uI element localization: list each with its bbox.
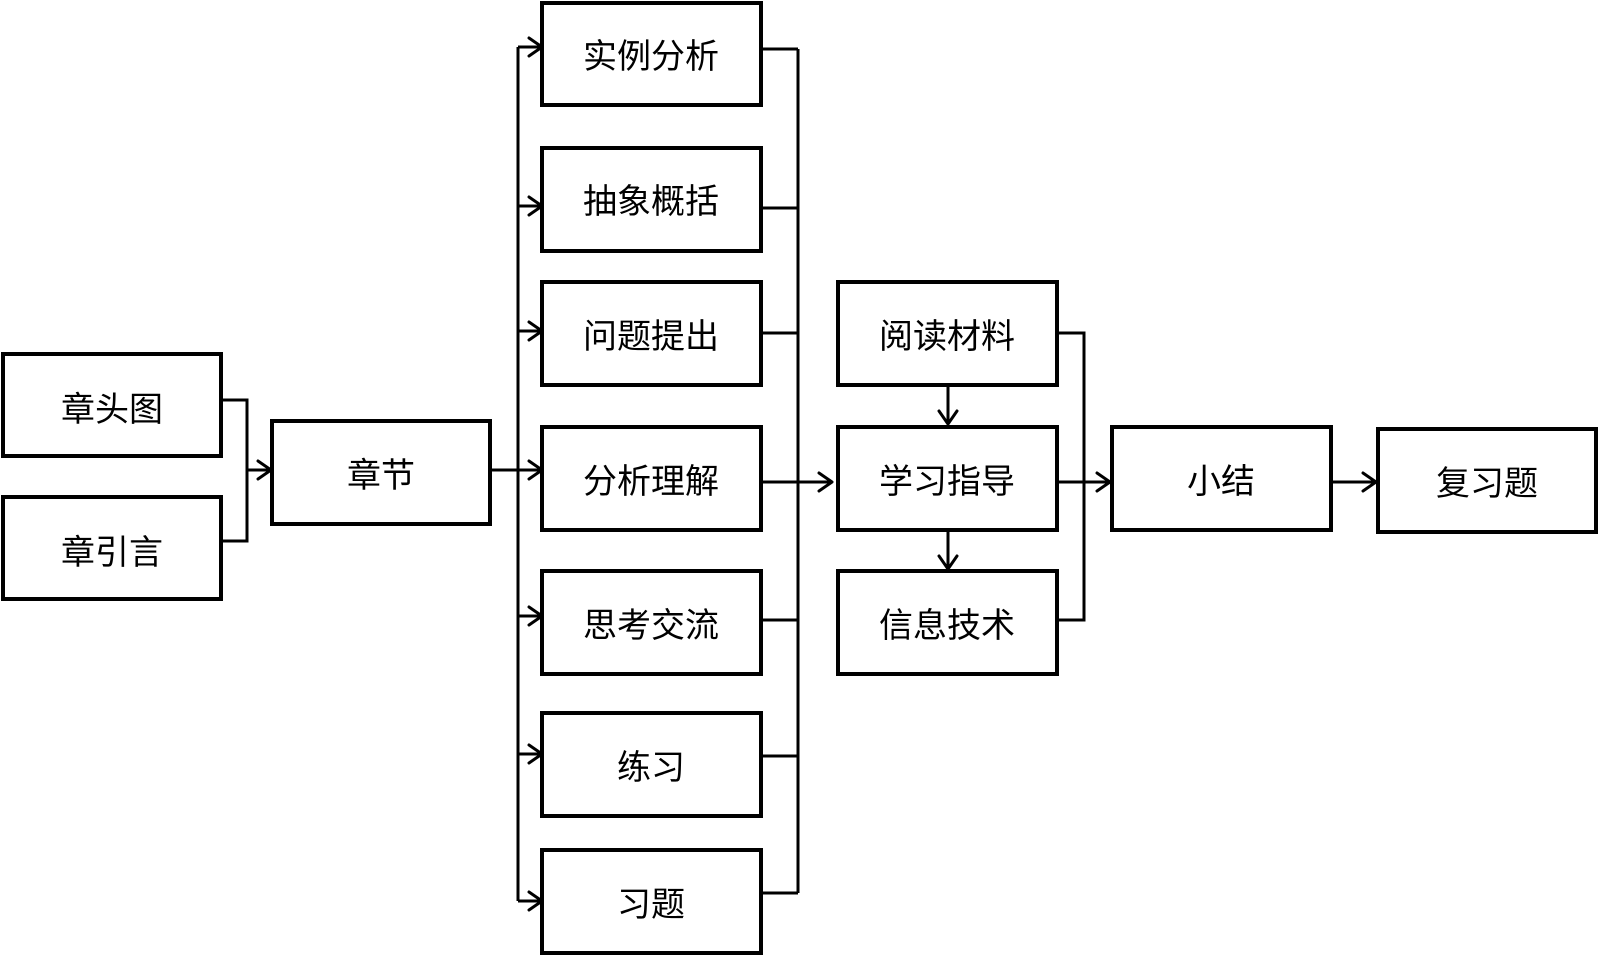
node-example-analysis: 实例分析 [540, 1, 763, 107]
node-study-guidance: 学习指导 [836, 425, 1059, 532]
node-analysis-understanding: 分析理解 [540, 425, 763, 532]
node-reading-material: 阅读材料 [836, 280, 1059, 387]
node-problem-posing: 问题提出 [540, 280, 763, 387]
node-chapter-head-image: 章头图 [1, 352, 223, 458]
node-review-exercises: 复习题 [1376, 427, 1598, 534]
arrowhead-reading-down [937, 409, 959, 426]
node-label: 思考交流 [583, 606, 719, 646]
node-abstraction: 抽象概括 [540, 146, 763, 253]
node-chapter-section: 章节 [270, 419, 492, 526]
connectors [219, 45, 1376, 903]
arrowhead-guidance [817, 471, 834, 493]
node-label: 章引言 [61, 533, 163, 573]
node-exercises: 习题 [540, 848, 763, 955]
node-practice: 练习 [540, 711, 763, 818]
node-summary: 小结 [1110, 425, 1333, 532]
node-label: 章节 [347, 456, 415, 496]
node-label: 信息技术 [879, 606, 1015, 646]
connector-head-image-to-merge [219, 398, 249, 543]
node-label: 分析理解 [583, 462, 719, 502]
node-label: 小结 [1187, 462, 1255, 502]
node-label: 章头图 [61, 390, 163, 430]
node-label: 复习题 [1436, 464, 1538, 504]
node-label: 实例分析 [583, 37, 719, 77]
node-label: 练习 [617, 748, 685, 788]
node-thinking-exchange: 思考交流 [540, 569, 763, 676]
node-label: 学习指导 [879, 462, 1015, 502]
node-chapter-intro: 章引言 [1, 495, 223, 601]
node-label: 问题提出 [583, 317, 719, 357]
node-label: 抽象概括 [583, 182, 719, 222]
connector-reading-to-merge [1057, 331, 1086, 622]
node-information-technology: 信息技术 [836, 569, 1059, 676]
node-label: 阅读材料 [879, 317, 1015, 357]
node-label: 习题 [617, 885, 685, 925]
